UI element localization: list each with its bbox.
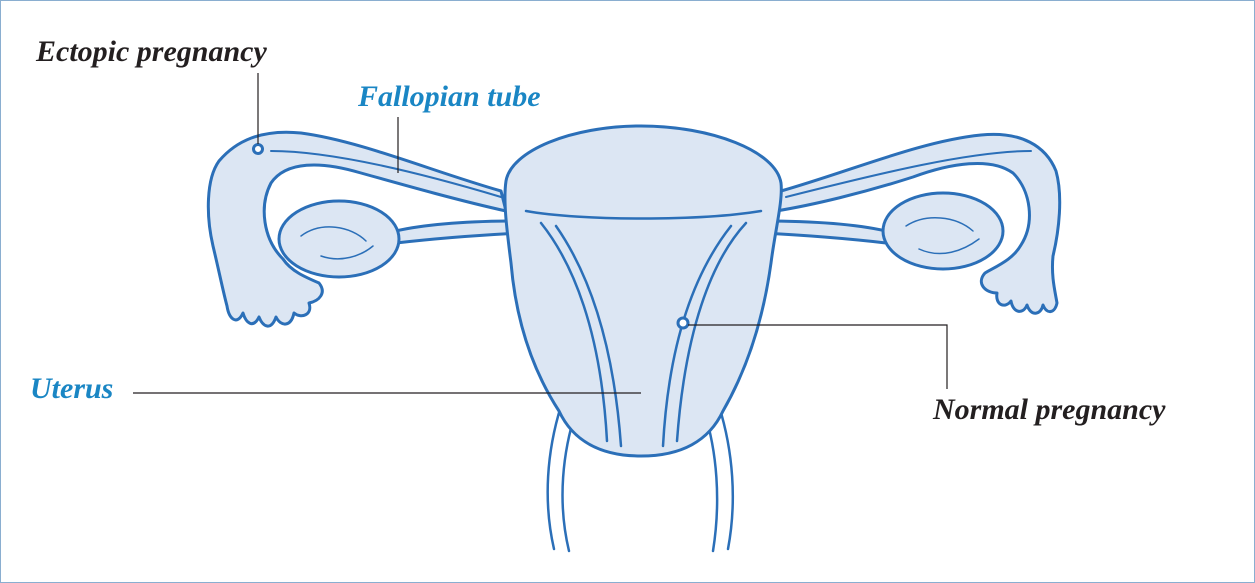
- right-ovarian-ligament: [761, 221, 886, 243]
- normal-pregnancy-label: Normal pregnancy: [933, 395, 1166, 425]
- right-ovary: [883, 193, 1003, 269]
- left-ovary: [279, 201, 399, 277]
- fallopian-tube-label: Fallopian tube: [358, 82, 541, 112]
- uterus-body: [505, 126, 781, 456]
- uterus-label: Uterus: [30, 374, 113, 404]
- ectopic-pregnancy-label: Ectopic pregnancy: [36, 37, 267, 67]
- ectopic-implant-marker: [254, 145, 263, 154]
- normal-implant-marker: [678, 318, 688, 328]
- left-ovarian-ligament: [396, 221, 521, 243]
